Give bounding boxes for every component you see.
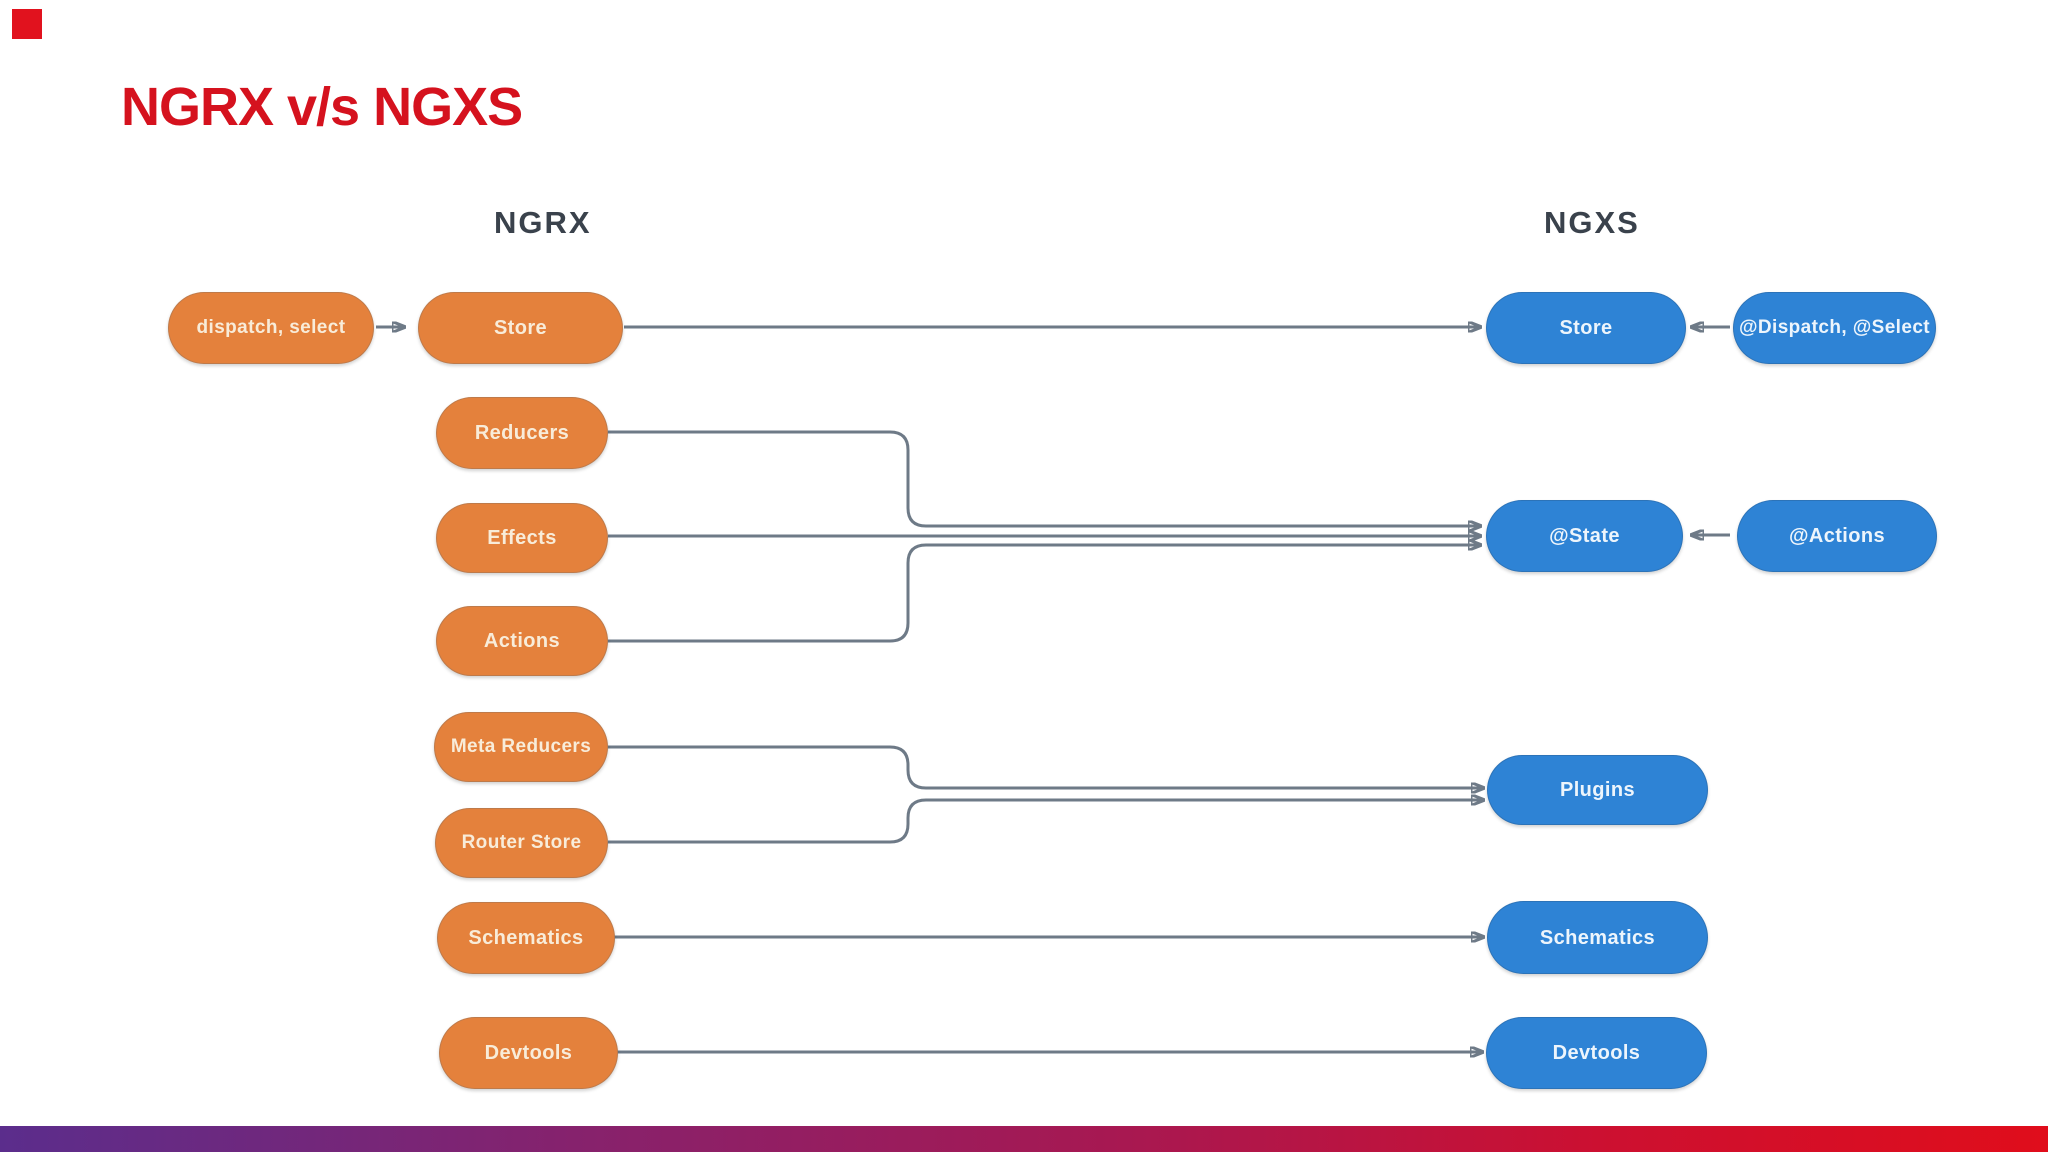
node-dispatch-select-decorators: @Dispatch, @Select: [1733, 292, 1936, 364]
node-effects: Effects: [436, 503, 608, 573]
node-ngrx-schematics: Schematics: [437, 902, 615, 974]
node-actions-decorator: @Actions: [1737, 500, 1937, 572]
edge-actions-to-state: [608, 545, 1480, 643]
node-dispatch-select: dispatch, select: [168, 292, 374, 364]
page-title: NGRX v/s NGXS: [121, 77, 523, 137]
node-ngrx-store: Store: [418, 292, 623, 364]
column-header-ngrx: NGRX: [494, 205, 592, 240]
node-ngxs-devtools: Devtools: [1486, 1017, 1707, 1089]
node-router-store: Router Store: [435, 808, 608, 878]
footer-gradient-bar: [0, 1126, 2048, 1152]
slide-accent-square: [12, 9, 42, 39]
edge-reducers-to-state: [608, 430, 1480, 526]
node-state-decorator: @State: [1486, 500, 1683, 572]
node-ngrx-devtools: Devtools: [439, 1017, 618, 1089]
node-meta-reducers: Meta Reducers: [434, 712, 608, 782]
node-actions: Actions: [436, 606, 608, 676]
node-plugins: Plugins: [1487, 755, 1708, 825]
node-ngxs-store: Store: [1486, 292, 1686, 364]
edge-router-store-to-plugins: [608, 800, 1483, 844]
column-header-ngxs: NGXS: [1544, 205, 1640, 240]
node-reducers: Reducers: [436, 397, 608, 469]
edge-meta-reducers-to-plugins: [608, 745, 1483, 788]
node-ngxs-schematics: Schematics: [1487, 901, 1708, 974]
